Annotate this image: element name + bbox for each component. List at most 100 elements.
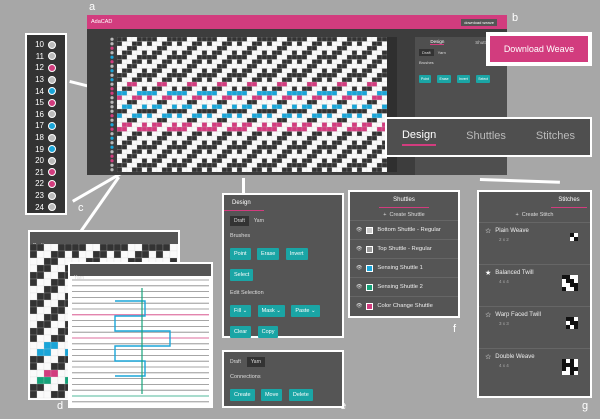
yarn-connection-path[interactable] — [114, 300, 171, 377]
shuttle-color-swatch[interactable] — [366, 245, 374, 253]
zoom-tab-design[interactable]: Design — [401, 129, 437, 146]
star-icon[interactable]: ☆ — [485, 228, 492, 235]
row-color-dot[interactable] — [48, 110, 56, 119]
side-scroll[interactable] — [387, 37, 397, 172]
shuttle-item[interactable]: 👁Sensing Shuttle 1 — [350, 258, 458, 277]
zoom-tab-shuttles[interactable]: Shuttles — [466, 129, 506, 142]
row-dot[interactable] — [110, 100, 114, 104]
row-color-dot[interactable] — [48, 52, 56, 61]
row-dot[interactable] — [110, 141, 114, 145]
row-number-item[interactable]: 24 — [30, 201, 62, 213]
design-draft-tab[interactable]: Draft — [230, 216, 249, 226]
draft-tab[interactable]: Draft — [419, 49, 434, 56]
move-button[interactable]: Move — [260, 389, 283, 401]
row-color-dot[interactable] — [48, 98, 56, 107]
design-invert-button[interactable]: Invert — [285, 248, 308, 260]
row-dot[interactable] — [110, 154, 114, 158]
eye-icon[interactable]: 👁 — [356, 246, 363, 252]
paste-button[interactable]: Paste ⌄ — [291, 305, 320, 317]
row-dot[interactable] — [110, 105, 114, 109]
row-dot[interactable] — [110, 96, 114, 100]
copy-button[interactable]: Copy — [257, 326, 279, 338]
row-number-item[interactable]: 18 — [30, 132, 62, 144]
yarn-view-tab[interactable]: Yarn — [74, 275, 85, 281]
create-shuttle-button[interactable]: + Create Shuttle — [350, 208, 458, 220]
yarn-path-diagram[interactable] — [70, 276, 211, 406]
download-weave-button-small[interactable]: download weave — [461, 18, 497, 26]
row-color-dot[interactable] — [48, 179, 56, 188]
row-dot[interactable] — [110, 159, 114, 163]
select-button[interactable]: Select — [476, 75, 490, 83]
row-dot[interactable] — [110, 87, 114, 91]
shuttle-color-swatch[interactable] — [366, 302, 374, 310]
create-button[interactable]: Create — [230, 389, 255, 401]
row-dot[interactable] — [110, 78, 114, 82]
row-color-dot[interactable] — [48, 63, 56, 72]
mask-button[interactable]: Mask ⌄ — [257, 305, 285, 317]
star-icon[interactable]: ☆ — [485, 312, 492, 319]
eye-icon[interactable]: 👁 — [356, 284, 363, 290]
shuttle-item[interactable]: 👁Sensing Shuttle 2 — [350, 277, 458, 296]
row-number-item[interactable]: 11 — [30, 51, 62, 63]
row-number-item[interactable]: 15 — [30, 97, 62, 109]
shuttle-color-swatch[interactable] — [366, 283, 374, 291]
shuttle-color-swatch[interactable] — [366, 264, 374, 272]
zoom-tab-stitches[interactable]: Stitches — [535, 129, 576, 142]
row-number-item[interactable]: 20 — [30, 155, 62, 167]
row-dot[interactable] — [110, 82, 114, 86]
yarn-panel-draft-tab[interactable]: Draft — [230, 359, 241, 365]
shuttle-item[interactable]: 👁Bottom Shuttle - Regular — [350, 220, 458, 239]
star-icon[interactable]: ★ — [485, 270, 492, 277]
row-dot[interactable] — [110, 46, 114, 50]
weave-grid[interactable] — [117, 37, 387, 172]
design-select-button[interactable]: Select — [230, 269, 254, 281]
star-icon[interactable]: ☆ — [485, 354, 492, 361]
row-dot[interactable] — [110, 51, 114, 55]
row-number-item[interactable]: 14 — [30, 85, 62, 97]
row-number-item[interactable]: 10 — [30, 39, 62, 51]
row-color-dot[interactable] — [48, 75, 56, 84]
row-dot[interactable] — [110, 60, 114, 64]
tab-design[interactable]: Design — [430, 39, 445, 45]
row-dot[interactable] — [110, 127, 114, 131]
download-weave-button[interactable]: Download Weave — [490, 36, 588, 62]
row-color-dot[interactable] — [48, 191, 56, 200]
row-dot[interactable] — [110, 91, 114, 95]
row-dot[interactable] — [110, 168, 114, 172]
row-color-dot[interactable] — [48, 133, 56, 142]
eye-icon[interactable]: 👁 — [356, 303, 363, 309]
create-stitch-button[interactable]: + Create Stitch — [479, 208, 590, 222]
fill-button[interactable]: Fill ⌄ — [230, 305, 252, 317]
row-color-dot[interactable] — [48, 203, 56, 212]
point-button[interactable]: Point — [419, 75, 431, 83]
row-color-dot[interactable] — [48, 40, 56, 49]
row-number-item[interactable]: 23 — [30, 190, 62, 202]
eye-icon[interactable]: 👁 — [356, 265, 363, 271]
delete-button[interactable]: Delete — [288, 389, 313, 401]
row-color-dot[interactable] — [48, 87, 56, 96]
shuttle-item[interactable]: 👁Top Shuttle - Regular — [350, 239, 458, 258]
design-yarn-tab[interactable]: Yarn — [253, 218, 265, 224]
design-point-button[interactable]: Point — [230, 248, 251, 260]
row-number-item[interactable]: 16 — [30, 109, 62, 121]
row-number-item[interactable]: 13 — [30, 74, 62, 86]
yarn-panel-yarn-tab[interactable]: Yarn — [246, 357, 266, 367]
row-dot[interactable] — [110, 109, 114, 113]
row-dot[interactable] — [110, 145, 114, 149]
row-dot[interactable] — [110, 132, 114, 136]
row-dot[interactable] — [110, 69, 114, 73]
erase-button[interactable]: Erase — [437, 75, 451, 83]
eye-icon[interactable]: 👁 — [356, 227, 363, 233]
row-dot[interactable] — [110, 64, 114, 68]
draft-canvas[interactable] — [117, 37, 387, 172]
row-dot[interactable] — [110, 37, 114, 41]
row-dot[interactable] — [110, 118, 114, 122]
row-number-item[interactable]: 19 — [30, 143, 62, 155]
row-dot[interactable] — [110, 42, 114, 46]
row-dot[interactable] — [110, 55, 114, 59]
invert-button[interactable]: Invert — [457, 75, 470, 83]
